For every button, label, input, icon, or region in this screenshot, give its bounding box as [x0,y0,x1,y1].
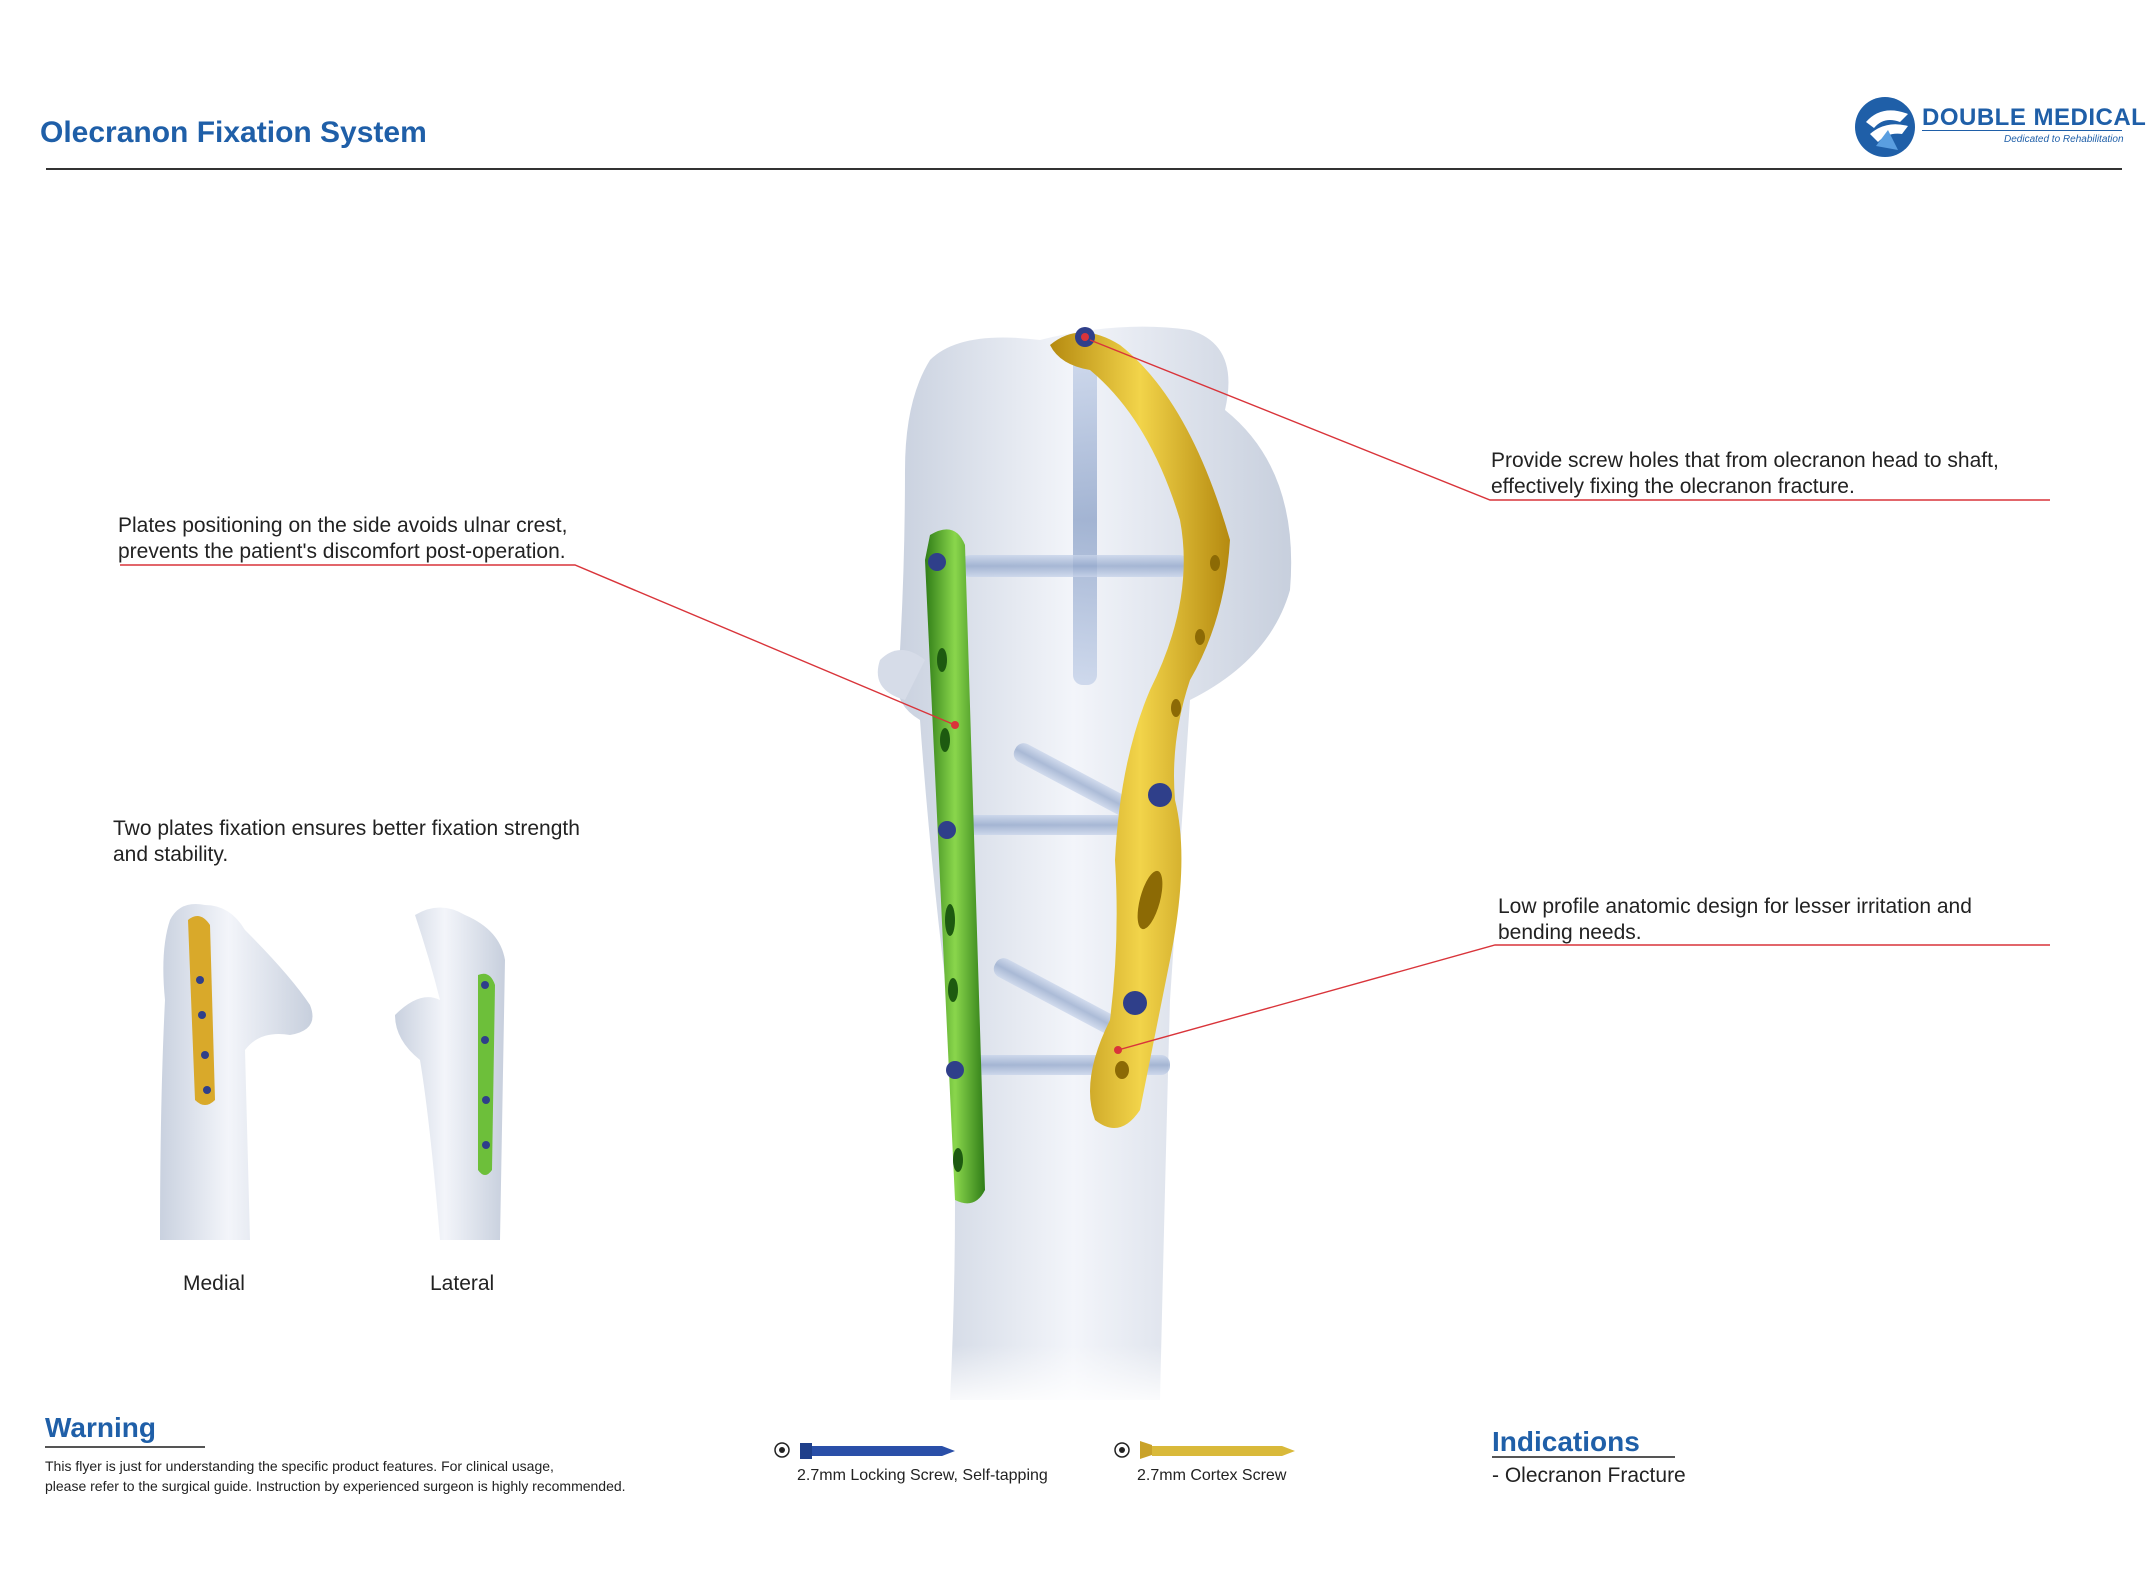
cortex-screw-illustration [1114,1441,1295,1459]
indications-heading: Indications [1492,1426,1640,1457]
indications-divider [1492,1456,1675,1458]
logo [1852,92,2124,162]
callout-screw-holes: Provide screw holes that from olecranon … [1491,449,1999,498]
logo-wordmark: DOUBLE MEDICAL [1922,104,2147,131]
page-title: Olecranon Fixation System [40,116,427,149]
callout-low-profile: Low profile anatomic design for lesser i… [1498,895,1972,944]
lateral-label: Lateral [430,1272,495,1295]
indications-item: - Olecranon Fracture [1492,1464,1686,1487]
lateral-view-illustration [395,907,505,1240]
locking-screw-caption: 2.7mm Locking Screw, Self-tapping [797,1467,1048,1484]
green-plate [925,529,985,1204]
callout-two-plates: Two plates fixation ensures better fixat… [113,817,580,866]
warning-divider [45,1446,205,1448]
header-divider [46,168,2122,170]
callout-side-positioning: Plates positioning on the side avoids ul… [118,514,568,563]
callout-dot [1114,1046,1122,1054]
cortex-screw-caption: 2.7mm Cortex Screw [1137,1467,1287,1484]
warning-text: This flyer is just for understanding the… [45,1458,626,1494]
double-medical-logo-icon [1855,97,1915,157]
medial-label: Medial [183,1272,245,1295]
logo-tagline: Dedicated to Rehabilitation [2004,134,2124,145]
warning-heading: Warning [45,1412,156,1443]
callout-dot [951,721,959,729]
logo-underline [1922,130,2122,131]
medial-view-illustration [160,904,313,1240]
locking-screw-illustration [774,1442,955,1459]
gold-plate [1050,327,1230,1128]
callout-lines [120,339,2050,1051]
